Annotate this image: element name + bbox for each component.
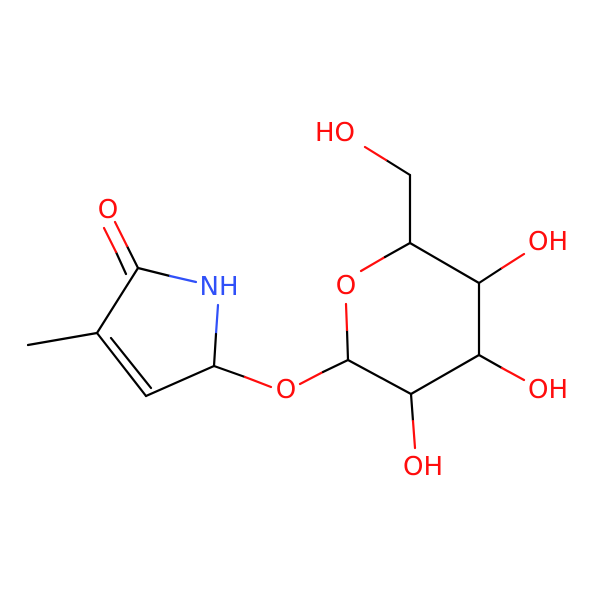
bond-n-c5-a (214, 303, 220, 336)
bond-c5-og-b (243, 375, 273, 389)
bond-carbonyl-2a (114, 250, 128, 276)
bond-carbonyl-1a (125, 244, 140, 270)
bond-c4-oh-a (477, 266, 504, 285)
bond-c2-oh-b (411, 419, 417, 450)
bond-c3-oh-a (477, 353, 504, 370)
bond-c2-c1 (346, 358, 413, 396)
atom-ho-ch2: HO (315, 118, 355, 148)
bond-carbonyl-2b (102, 226, 118, 254)
bond-c3-c4-double (109, 336, 153, 390)
bond-oring-c5-a (359, 255, 387, 273)
bond-c3-c4 (95, 331, 148, 398)
bond-c5-c4s (408, 241, 481, 285)
atom-oh-c2: OH (403, 452, 443, 482)
bond-c1-oring-b (344, 302, 349, 332)
bond-carbonyl-1b (113, 220, 129, 248)
bond-og-c1-a (298, 370, 325, 386)
bond-ch2-o-b (363, 145, 388, 162)
bond-c2-n-b (168, 274, 198, 284)
bond-oring-c5-b (383, 241, 412, 259)
bond-c3-c2 (95, 266, 140, 335)
atom-oh-c4: OH (528, 227, 568, 257)
bond-c2-oh-a (409, 392, 415, 423)
bond-c5-c4 (144, 364, 216, 398)
bond-ch2-o-a (384, 158, 412, 177)
bond-c5-og-a (212, 364, 247, 379)
bond-c4-oh-b (500, 252, 526, 270)
bond-c3-c2s (409, 353, 481, 396)
atom-o-carbonyl: O (98, 195, 118, 225)
bond-c3-oh-b (500, 366, 526, 382)
bond-methyl (26, 331, 99, 347)
bond-c1-oring-a (345, 328, 350, 362)
bond-n-c5-b (212, 332, 218, 368)
bond-og-c1-b (321, 358, 350, 374)
atom-nh: NH (200, 272, 239, 302)
bond-c2-n-a (136, 266, 172, 278)
atom-o-ring: O (336, 271, 356, 301)
atom-oh-c3: OH (528, 375, 568, 405)
atom-o-glycosidic: O (276, 375, 296, 405)
